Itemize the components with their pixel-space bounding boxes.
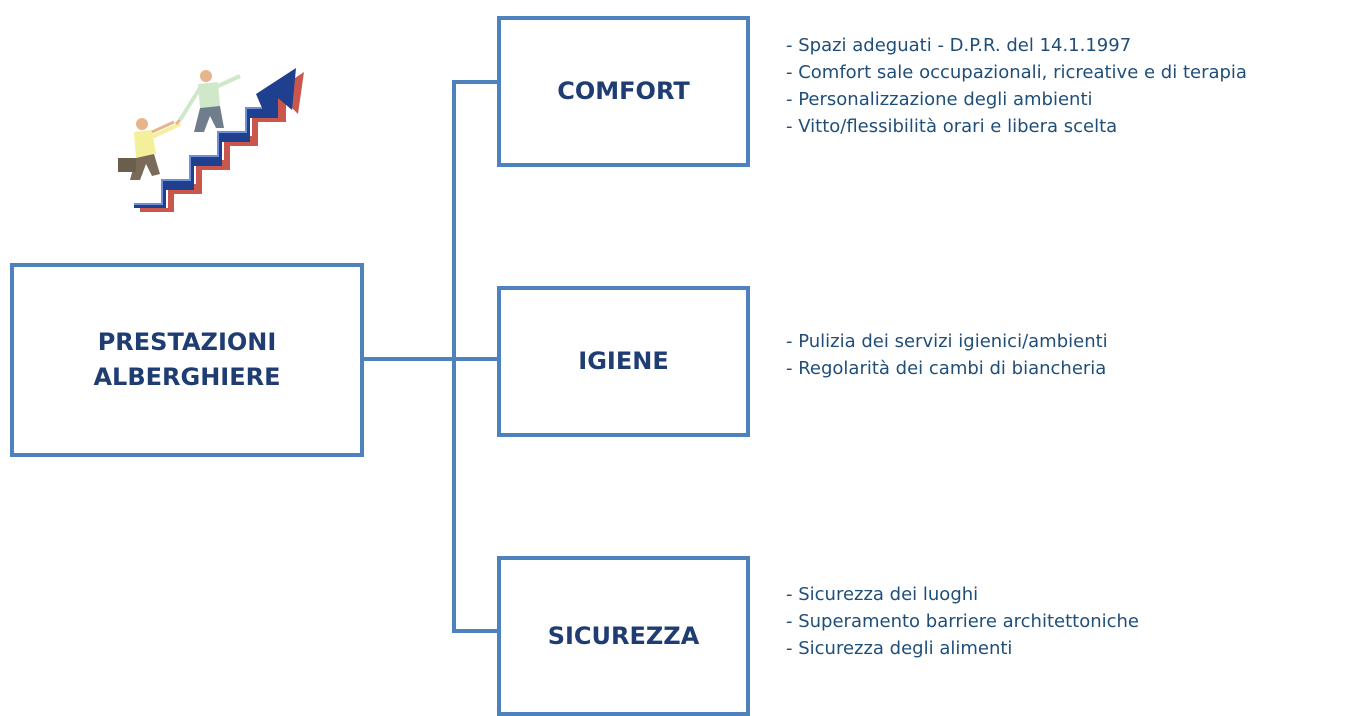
root-title-line-1: PRESTAZIONI bbox=[97, 328, 277, 357]
branch-box-comfort: COMFORT bbox=[497, 16, 750, 167]
branch-box-igiene: IGIENE bbox=[497, 286, 750, 437]
clipart-people-climbing-stair-arrow-icon bbox=[118, 68, 304, 212]
root-box-prestazioni-alberghiere: PRESTAZIONI ALBERGHIERE bbox=[10, 263, 364, 457]
list-item: Sicurezza dei luoghi bbox=[786, 581, 1139, 608]
list-item: Vitto/flessibilità orari e libera scelta bbox=[786, 113, 1247, 140]
list-item: Personalizzazione degli ambienti bbox=[786, 86, 1247, 113]
list-item: Superamento barriere architettoniche bbox=[786, 608, 1139, 635]
comfort-items-list: Spazi adeguati - D.P.R. del 14.1.1997 Co… bbox=[786, 32, 1247, 140]
igiene-items-list: Pulizia dei servizi igienici/ambienti Re… bbox=[786, 328, 1108, 382]
branch-label-igiene: IGIENE bbox=[578, 347, 669, 376]
list-item: Regolarità dei cambi di biancheria bbox=[786, 355, 1108, 382]
list-item: Pulizia dei servizi igienici/ambienti bbox=[786, 328, 1107, 355]
sicurezza-items-list: Sicurezza dei luoghi Superamento barrier… bbox=[786, 581, 1139, 662]
list-item: Spazi adeguati - D.P.R. del 14.1.1997 bbox=[786, 32, 1247, 59]
branch-label-comfort: COMFORT bbox=[557, 77, 690, 106]
list-item: Sicurezza degli alimenti bbox=[786, 635, 1139, 662]
branch-label-sicurezza: SICUREZZA bbox=[547, 621, 700, 650]
list-item: Comfort sale occupazionali, ricreative e… bbox=[786, 59, 1247, 86]
root-title-line-2: ALBERGHIERE bbox=[93, 363, 281, 391]
branch-box-sicurezza: SICUREZZA bbox=[497, 556, 750, 716]
